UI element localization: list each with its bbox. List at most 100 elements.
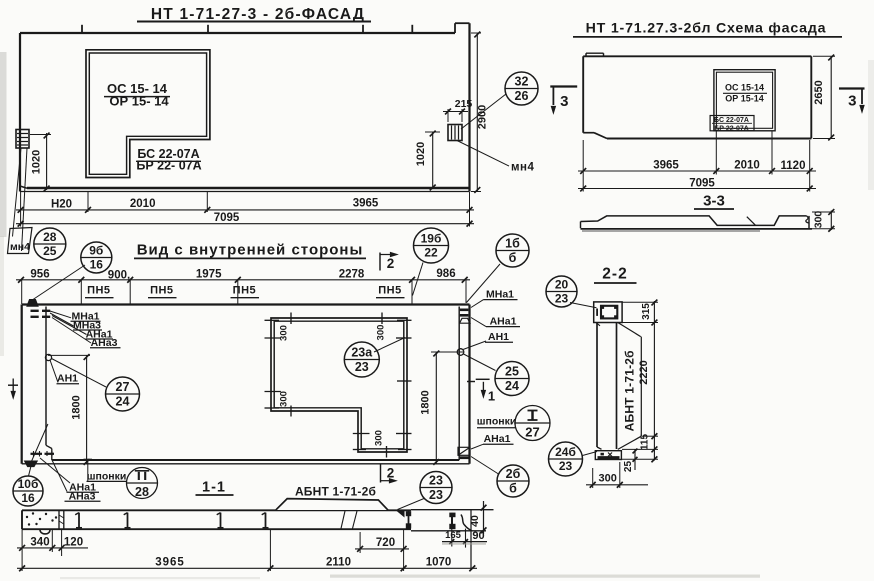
svg-text:2: 2 [387,256,395,271]
svg-text:23: 23 [555,292,569,306]
svg-text:3965: 3965 [353,198,379,210]
svg-text:300: 300 [279,325,290,341]
svg-text:10б: 10б [18,477,39,491]
svg-text:шпонки: шпонки [87,471,127,483]
svg-text:19б: 19б [421,231,442,245]
svg-text:2278: 2278 [339,269,365,281]
svg-text:БР 22-07А: БР 22-07А [714,125,749,132]
svg-text:1800: 1800 [70,395,82,419]
svg-text:1975: 1975 [196,269,222,281]
svg-text:ОС 15- 14: ОС 15- 14 [107,81,168,96]
svg-text:720: 720 [376,537,395,549]
svg-text:23: 23 [429,473,443,487]
svg-text:40: 40 [469,515,481,527]
svg-text:мн4: мн4 [10,241,30,253]
svg-text:956: 956 [30,269,49,281]
svg-text:315: 315 [641,303,652,320]
svg-text:2010: 2010 [130,198,156,210]
svg-text:215: 215 [455,98,473,110]
svg-text:300: 300 [813,211,825,229]
svg-text:300: 300 [599,473,617,485]
svg-text:ПН5: ПН5 [233,285,256,297]
svg-text:1120: 1120 [781,160,806,172]
svg-text:3965: 3965 [653,160,679,172]
svg-text:300: 300 [279,391,290,407]
svg-text:БС 22-07А: БС 22-07А [137,147,199,161]
svg-text:АНа1: АНа1 [69,482,96,494]
svg-text:900,: 900, [108,270,130,282]
svg-text:340: 340 [30,537,49,549]
svg-text:АНа1: АНа1 [484,433,511,445]
svg-text:АНа1: АНа1 [86,328,113,340]
svg-text:БР 22- 07А: БР 22- 07А [136,159,201,173]
svg-text:б: б [509,482,517,496]
svg-text:ПН5: ПН5 [87,285,110,297]
svg-text:3: 3 [848,93,856,110]
svg-text:23: 23 [429,488,443,502]
svg-text:300: 300 [374,430,385,446]
svg-text:165: 165 [445,530,462,541]
svg-text:24б: 24б [555,445,576,459]
svg-text:28: 28 [43,230,57,244]
svg-text:23: 23 [559,459,573,473]
svg-text:3965: 3965 [155,557,185,569]
svg-text:32: 32 [515,74,529,88]
svg-text:3: 3 [560,93,568,110]
svg-text:23: 23 [355,360,369,374]
svg-text:ОС 15-14: ОС 15-14 [725,83,764,93]
svg-text:1800: 1800 [420,390,432,414]
svg-text:МНа1: МНа1 [71,311,99,323]
svg-text:7095: 7095 [689,178,715,190]
svg-text:115: 115 [640,433,651,450]
svg-text:1020: 1020 [415,142,427,166]
svg-text:24: 24 [116,395,130,409]
svg-text:23а: 23а [351,345,373,359]
svg-text:ПН5: ПН5 [378,285,401,297]
svg-text:мн4: мн4 [511,162,534,174]
svg-text:АНа1: АНа1 [490,316,517,328]
svg-text:НТ 1-71.27.3-2бл Схема фасада: НТ 1-71.27.3-2бл Схема фасада [586,21,827,37]
svg-text:2010: 2010 [734,160,760,172]
svg-text:ПН5: ПН5 [150,285,173,297]
svg-text:27: 27 [525,425,539,440]
svg-text:22: 22 [424,246,438,260]
svg-text:20: 20 [555,277,569,291]
svg-text:2650: 2650 [813,80,825,104]
svg-text:АБНТ 1-71-2б: АБНТ 1-71-2б [295,485,376,499]
svg-text:АН1: АН1 [488,331,509,343]
svg-text:1б: 1б [505,236,520,250]
svg-text:ОР 15-14: ОР 15-14 [725,94,764,104]
svg-text:2б: 2б [506,467,521,481]
svg-text:1: 1 [488,389,495,404]
svg-text:7095: 7095 [214,212,240,224]
svg-text:НТ 1-71-27-3 - 2б-ФАСАД: НТ 1-71-27-3 - 2б-ФАСАД [151,6,365,23]
svg-text:25: 25 [623,461,634,473]
svg-text:2110: 2110 [326,557,351,569]
svg-text:2900: 2900 [477,105,489,129]
svg-text:27: 27 [116,380,130,394]
svg-text:120: 120 [64,537,83,549]
svg-text:2220: 2220 [638,360,650,384]
svg-text:МНа3: МНа3 [73,319,101,331]
svg-text:3-3: 3-3 [703,193,725,210]
svg-text:90: 90 [472,530,484,542]
svg-text:шпонки: шпонки [477,416,517,428]
svg-text:24: 24 [505,379,519,393]
svg-text:МНа1: МНа1 [486,289,514,301]
svg-text:2-2: 2-2 [602,266,627,283]
svg-text:Н20: Н20 [51,199,72,211]
svg-text:28: 28 [135,485,149,499]
svg-text:ОР 15- 14: ОР 15- 14 [109,94,169,109]
svg-text:26: 26 [515,89,529,103]
svg-text:б: б [509,251,517,265]
svg-text:986: 986 [436,268,455,280]
svg-text:АН1: АН1 [57,373,78,385]
svg-text:1070: 1070 [426,557,452,569]
svg-text:1020: 1020 [31,150,43,174]
svg-text:1-1: 1-1 [202,480,226,496]
svg-text:25: 25 [43,244,57,258]
svg-text:АБНТ 1-71-2б: АБНТ 1-71-2б [622,350,636,431]
svg-text:БС 22-07А: БС 22-07А [714,117,749,124]
svg-text:300: 300 [376,325,387,341]
svg-text:АНа3: АНа3 [91,337,118,349]
